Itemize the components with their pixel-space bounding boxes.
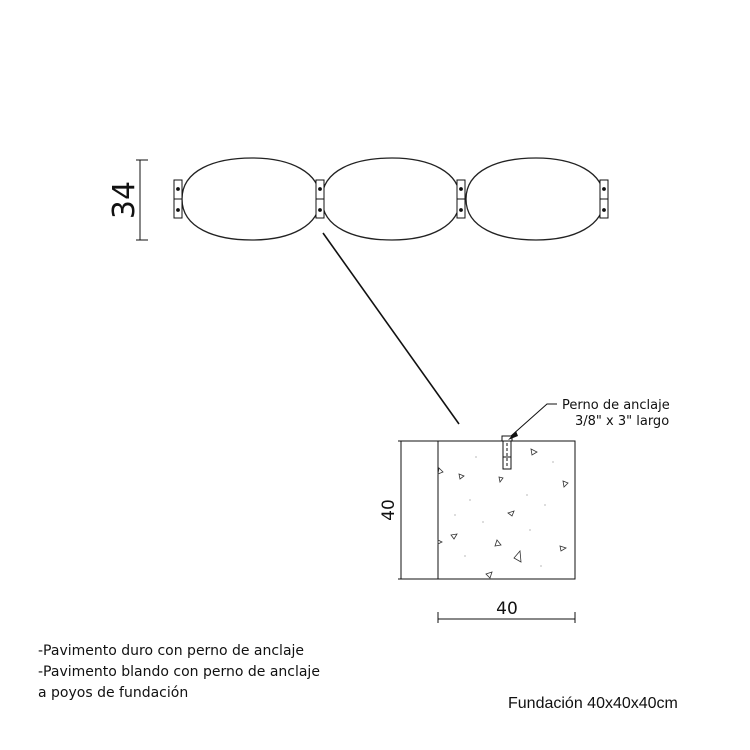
foundation-height-label: 40 bbox=[379, 499, 399, 521]
bolt-callout-line-1: Perno de anclaje bbox=[562, 398, 670, 413]
oval-pods bbox=[181, 157, 605, 241]
bolt-callout-leader bbox=[510, 403, 557, 437]
note-line-3: a poyos de fundación bbox=[38, 685, 189, 701]
oval-pod-3 bbox=[465, 157, 605, 241]
height-dimension bbox=[136, 159, 148, 241]
note-line-2: -Pavimento blando con perno de anclaje bbox=[38, 664, 320, 680]
foundation-width-dimension bbox=[437, 612, 576, 623]
connector-brackets bbox=[173, 179, 609, 219]
bracket-2 bbox=[315, 179, 325, 219]
bracket-4 bbox=[599, 179, 609, 219]
anchor-bolt bbox=[501, 435, 513, 470]
oval-pod-1 bbox=[181, 157, 321, 241]
detail-leader-line bbox=[322, 232, 460, 425]
bolt-callout-arrowhead bbox=[508, 431, 518, 440]
bolt-callout-line-2: 3/8" x 3" largo bbox=[575, 414, 669, 429]
bracket-1 bbox=[173, 179, 183, 219]
concrete-hatch bbox=[437, 448, 569, 579]
oval-pod-2 bbox=[321, 157, 461, 241]
foundation-height-dimension bbox=[398, 440, 438, 580]
note-line-1: -Pavimento duro con perno de anclaje bbox=[38, 643, 305, 659]
bracket-3 bbox=[456, 179, 466, 219]
foundation-caption: Fundación 40x40x40cm bbox=[508, 695, 678, 712]
installation-notes: -Pavimento duro con perno de anclaje -Pa… bbox=[38, 641, 320, 704]
foundation-width-label: 40 bbox=[496, 599, 518, 619]
height-dimension-label: 34 bbox=[107, 181, 142, 219]
